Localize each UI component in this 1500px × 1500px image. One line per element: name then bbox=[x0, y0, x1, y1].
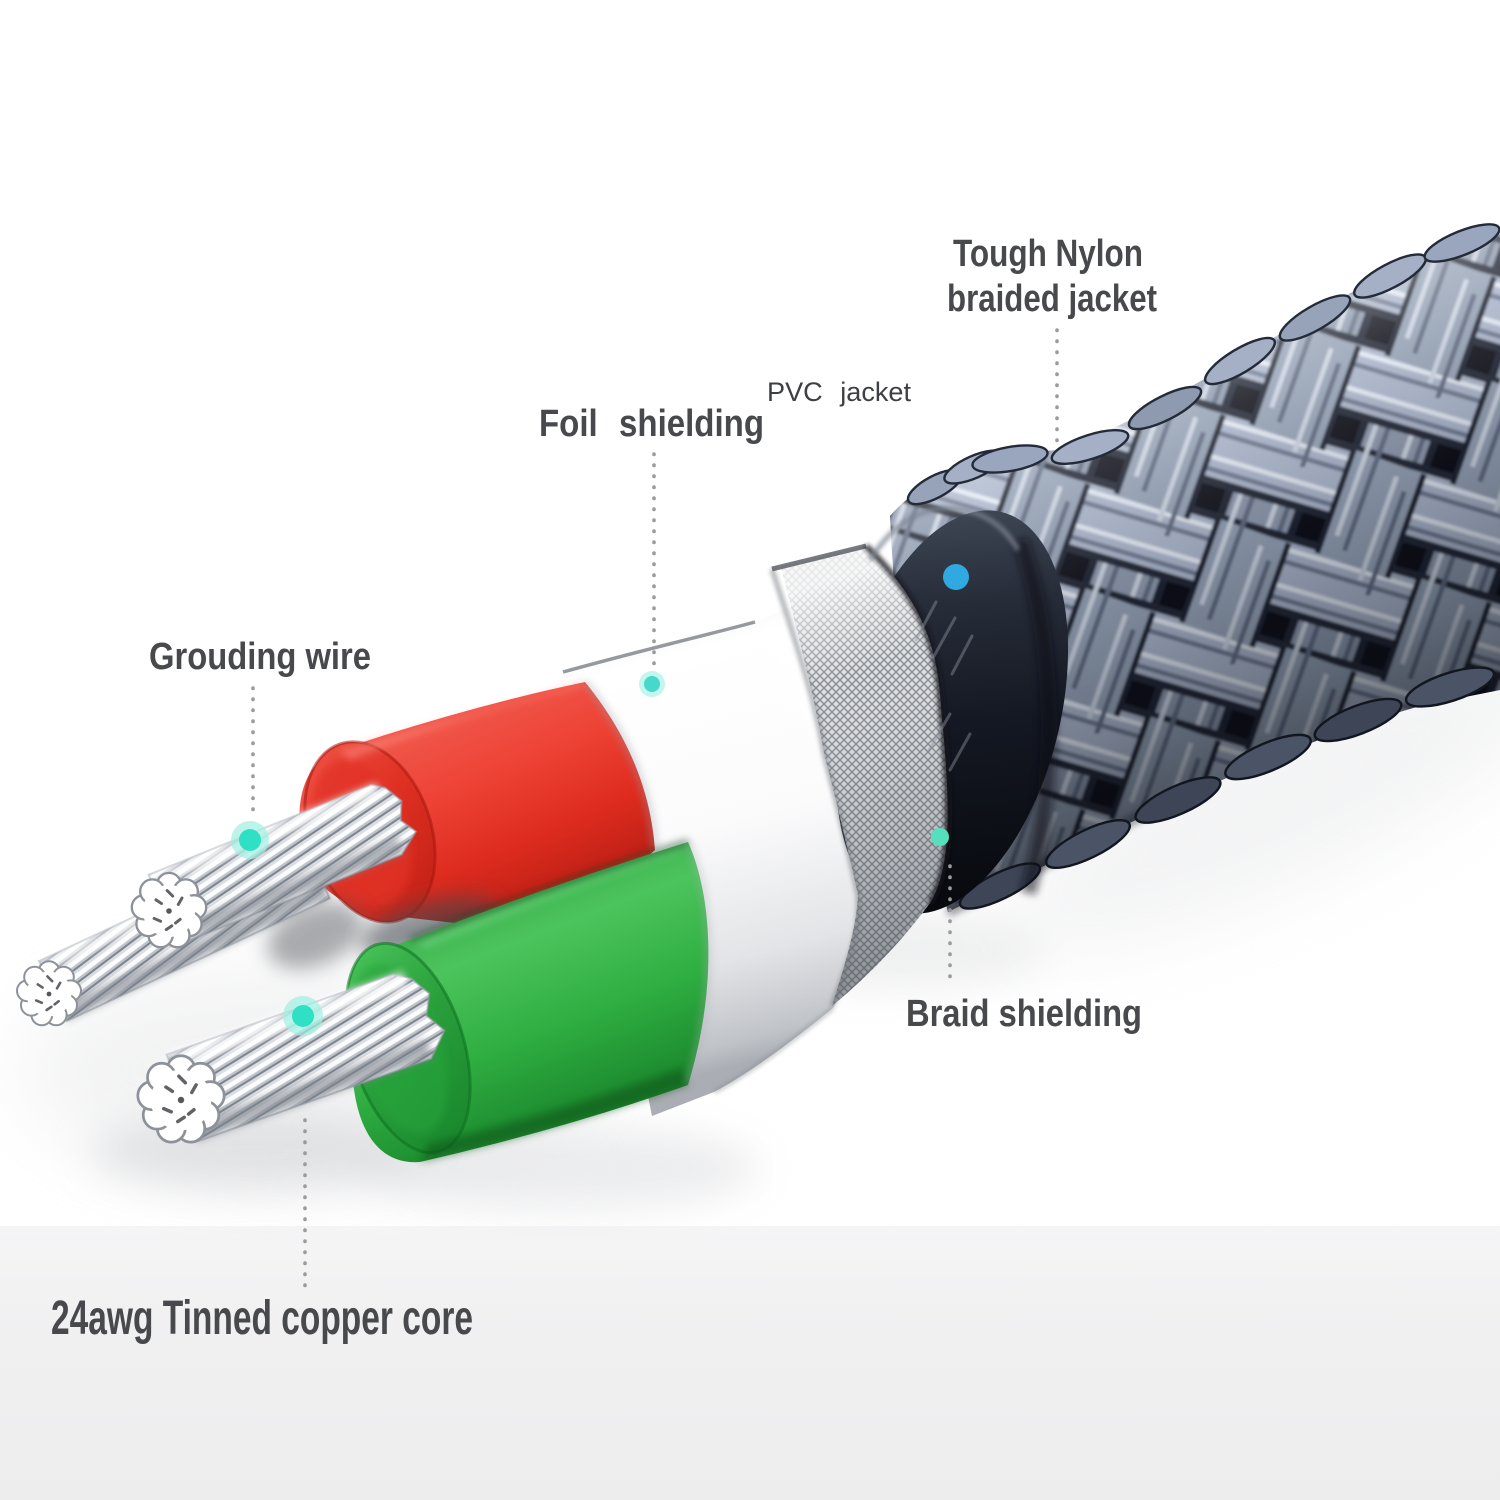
svg-text:Tough Nylon: Tough Nylon bbox=[953, 233, 1143, 275]
svg-text:braided jacket: braided jacket bbox=[947, 278, 1157, 320]
svg-text:Grouding wire: Grouding wire bbox=[149, 636, 371, 678]
svg-text:24awg Tinned copper core: 24awg Tinned copper core bbox=[51, 1292, 473, 1345]
svg-text:Braid shielding: Braid shielding bbox=[906, 993, 1142, 1035]
svg-text:Foil shielding: Foil shielding bbox=[539, 403, 764, 445]
svg-text:PVC jacket: PVC jacket bbox=[767, 377, 911, 407]
